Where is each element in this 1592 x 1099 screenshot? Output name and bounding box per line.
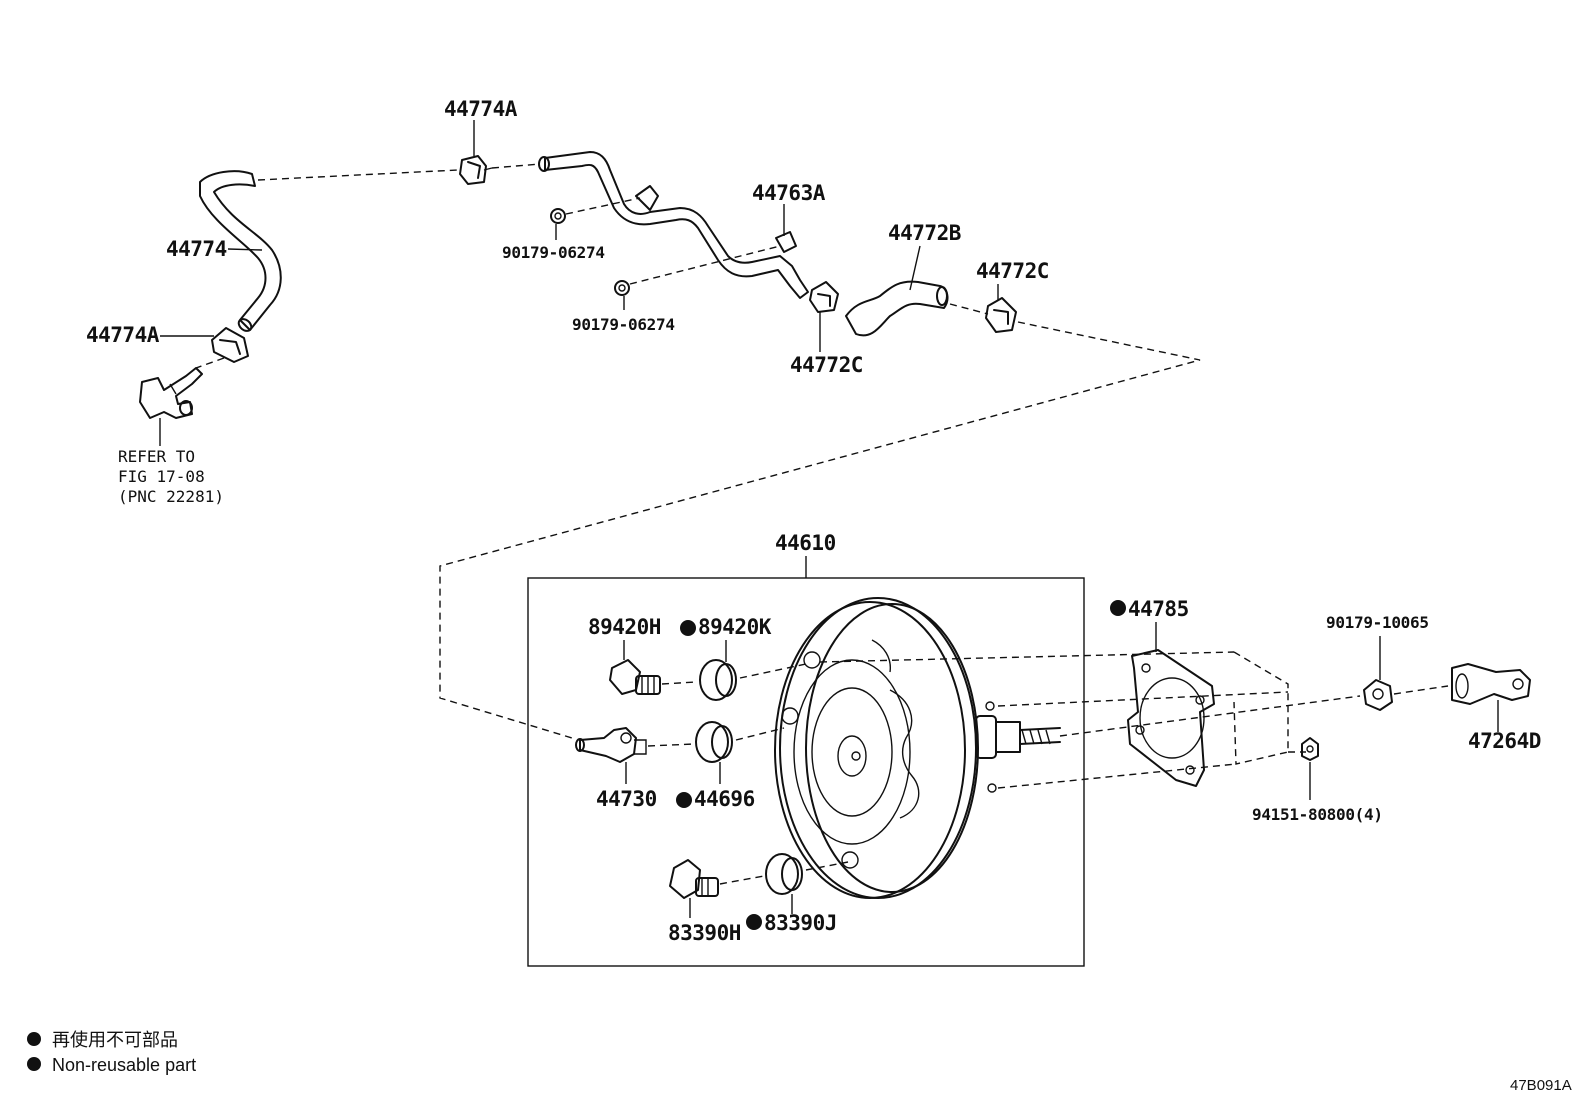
grommet-44696: [695, 721, 733, 763]
dash-route-to-check-valve: [439, 321, 1201, 739]
sensor-83390H: [669, 859, 719, 899]
non-reusable-mark-44696: [676, 792, 692, 808]
dash-44774-to-clip: [257, 169, 459, 181]
legend-english: Non-reusable part: [52, 1055, 196, 1075]
check-valve-connector: [139, 367, 203, 419]
nut-90179-10065: [1363, 679, 1393, 711]
dash-align-3: [1059, 695, 1361, 737]
dash-align-4: [997, 763, 1237, 789]
dash-align-2: [997, 691, 1289, 707]
brake-booster: [774, 597, 1061, 899]
dash-83390H: [719, 875, 765, 885]
dash-align-1: [819, 651, 1235, 663]
label-83390J: 83390J: [764, 911, 837, 935]
dash-nut-to-clevis: [1393, 685, 1449, 695]
dash-44730: [647, 743, 695, 747]
label-44785: 44785: [1128, 597, 1189, 621]
grommet-89420K: [699, 659, 737, 701]
hose-44774: [199, 170, 282, 332]
non-reusable-mark-89420K: [680, 620, 696, 636]
clevis-47264D: [1451, 663, 1531, 705]
nut-94151: [1301, 737, 1319, 761]
grommet-83390J: [765, 853, 803, 895]
clip-44774A-top: [459, 155, 493, 185]
label-89420K: 89420K: [698, 615, 772, 639]
leader-44774: [227, 248, 263, 251]
label-44772C-right: 44772C: [976, 259, 1049, 283]
dash-44696: [735, 727, 785, 741]
label-44763A: 44763A: [752, 181, 826, 205]
dash-clip-to-pipe: [491, 163, 541, 169]
clip-44774A-left: [211, 327, 249, 363]
refer-text-line2: FIG 17-08: [118, 467, 205, 486]
dash-align-box: [1233, 651, 1289, 765]
dash-clip-to-connector: [195, 357, 225, 369]
legend-dot-en: [27, 1057, 41, 1071]
label-44772C-low: 44772C: [790, 353, 863, 377]
dash-nut-a: [565, 197, 641, 215]
booster-assembly-box: [527, 577, 1085, 967]
label-44730: 44730: [596, 787, 657, 811]
legend-dot-jp: [27, 1032, 41, 1046]
legend-japanese: 再使用不可部品: [52, 1030, 178, 1050]
nut-90179-a: [550, 208, 566, 224]
pipe-44763A: [538, 151, 809, 299]
non-reusable-mark-83390J: [746, 914, 762, 930]
dash-hose-to-clip: [949, 303, 989, 315]
label-89420H: 89420H: [588, 615, 661, 639]
gasket-44785: [1127, 649, 1215, 787]
clip-44772C-low: [809, 281, 839, 313]
refer-text-line1: REFER TO: [118, 447, 195, 466]
label-44774: 44774: [166, 237, 227, 261]
figure-code: 47B091A: [1510, 1077, 1572, 1094]
label-90179-06274-b: 90179-06274: [572, 315, 675, 334]
label-44610: 44610: [775, 531, 836, 555]
label-44696: 44696: [694, 787, 755, 811]
dash-89420H: [661, 681, 697, 685]
label-44772B: 44772B: [888, 221, 961, 245]
sensor-89420H: [609, 659, 661, 695]
dash-nut-b: [629, 245, 781, 285]
non-reusable-mark-44785: [1110, 600, 1126, 616]
check-valve-44730: [575, 727, 647, 763]
label-47264D: 47264D: [1468, 729, 1541, 753]
label-44774A-left: 44774A: [86, 323, 160, 347]
refer-text-line3: (PNC 22281): [118, 487, 224, 506]
label-90179-06274-a: 90179-06274: [502, 243, 605, 262]
label-94151-80800: 94151-80800(4): [1252, 805, 1383, 824]
label-44774A-top: 44774A: [444, 97, 518, 121]
label-83390H: 83390H: [668, 921, 741, 945]
leader-44772B: [909, 245, 921, 291]
hose-44772B: [845, 280, 949, 337]
clip-44772C-right: [985, 297, 1017, 333]
label-90179-10065: 90179-10065: [1326, 613, 1429, 632]
nut-90179-b: [614, 280, 630, 296]
